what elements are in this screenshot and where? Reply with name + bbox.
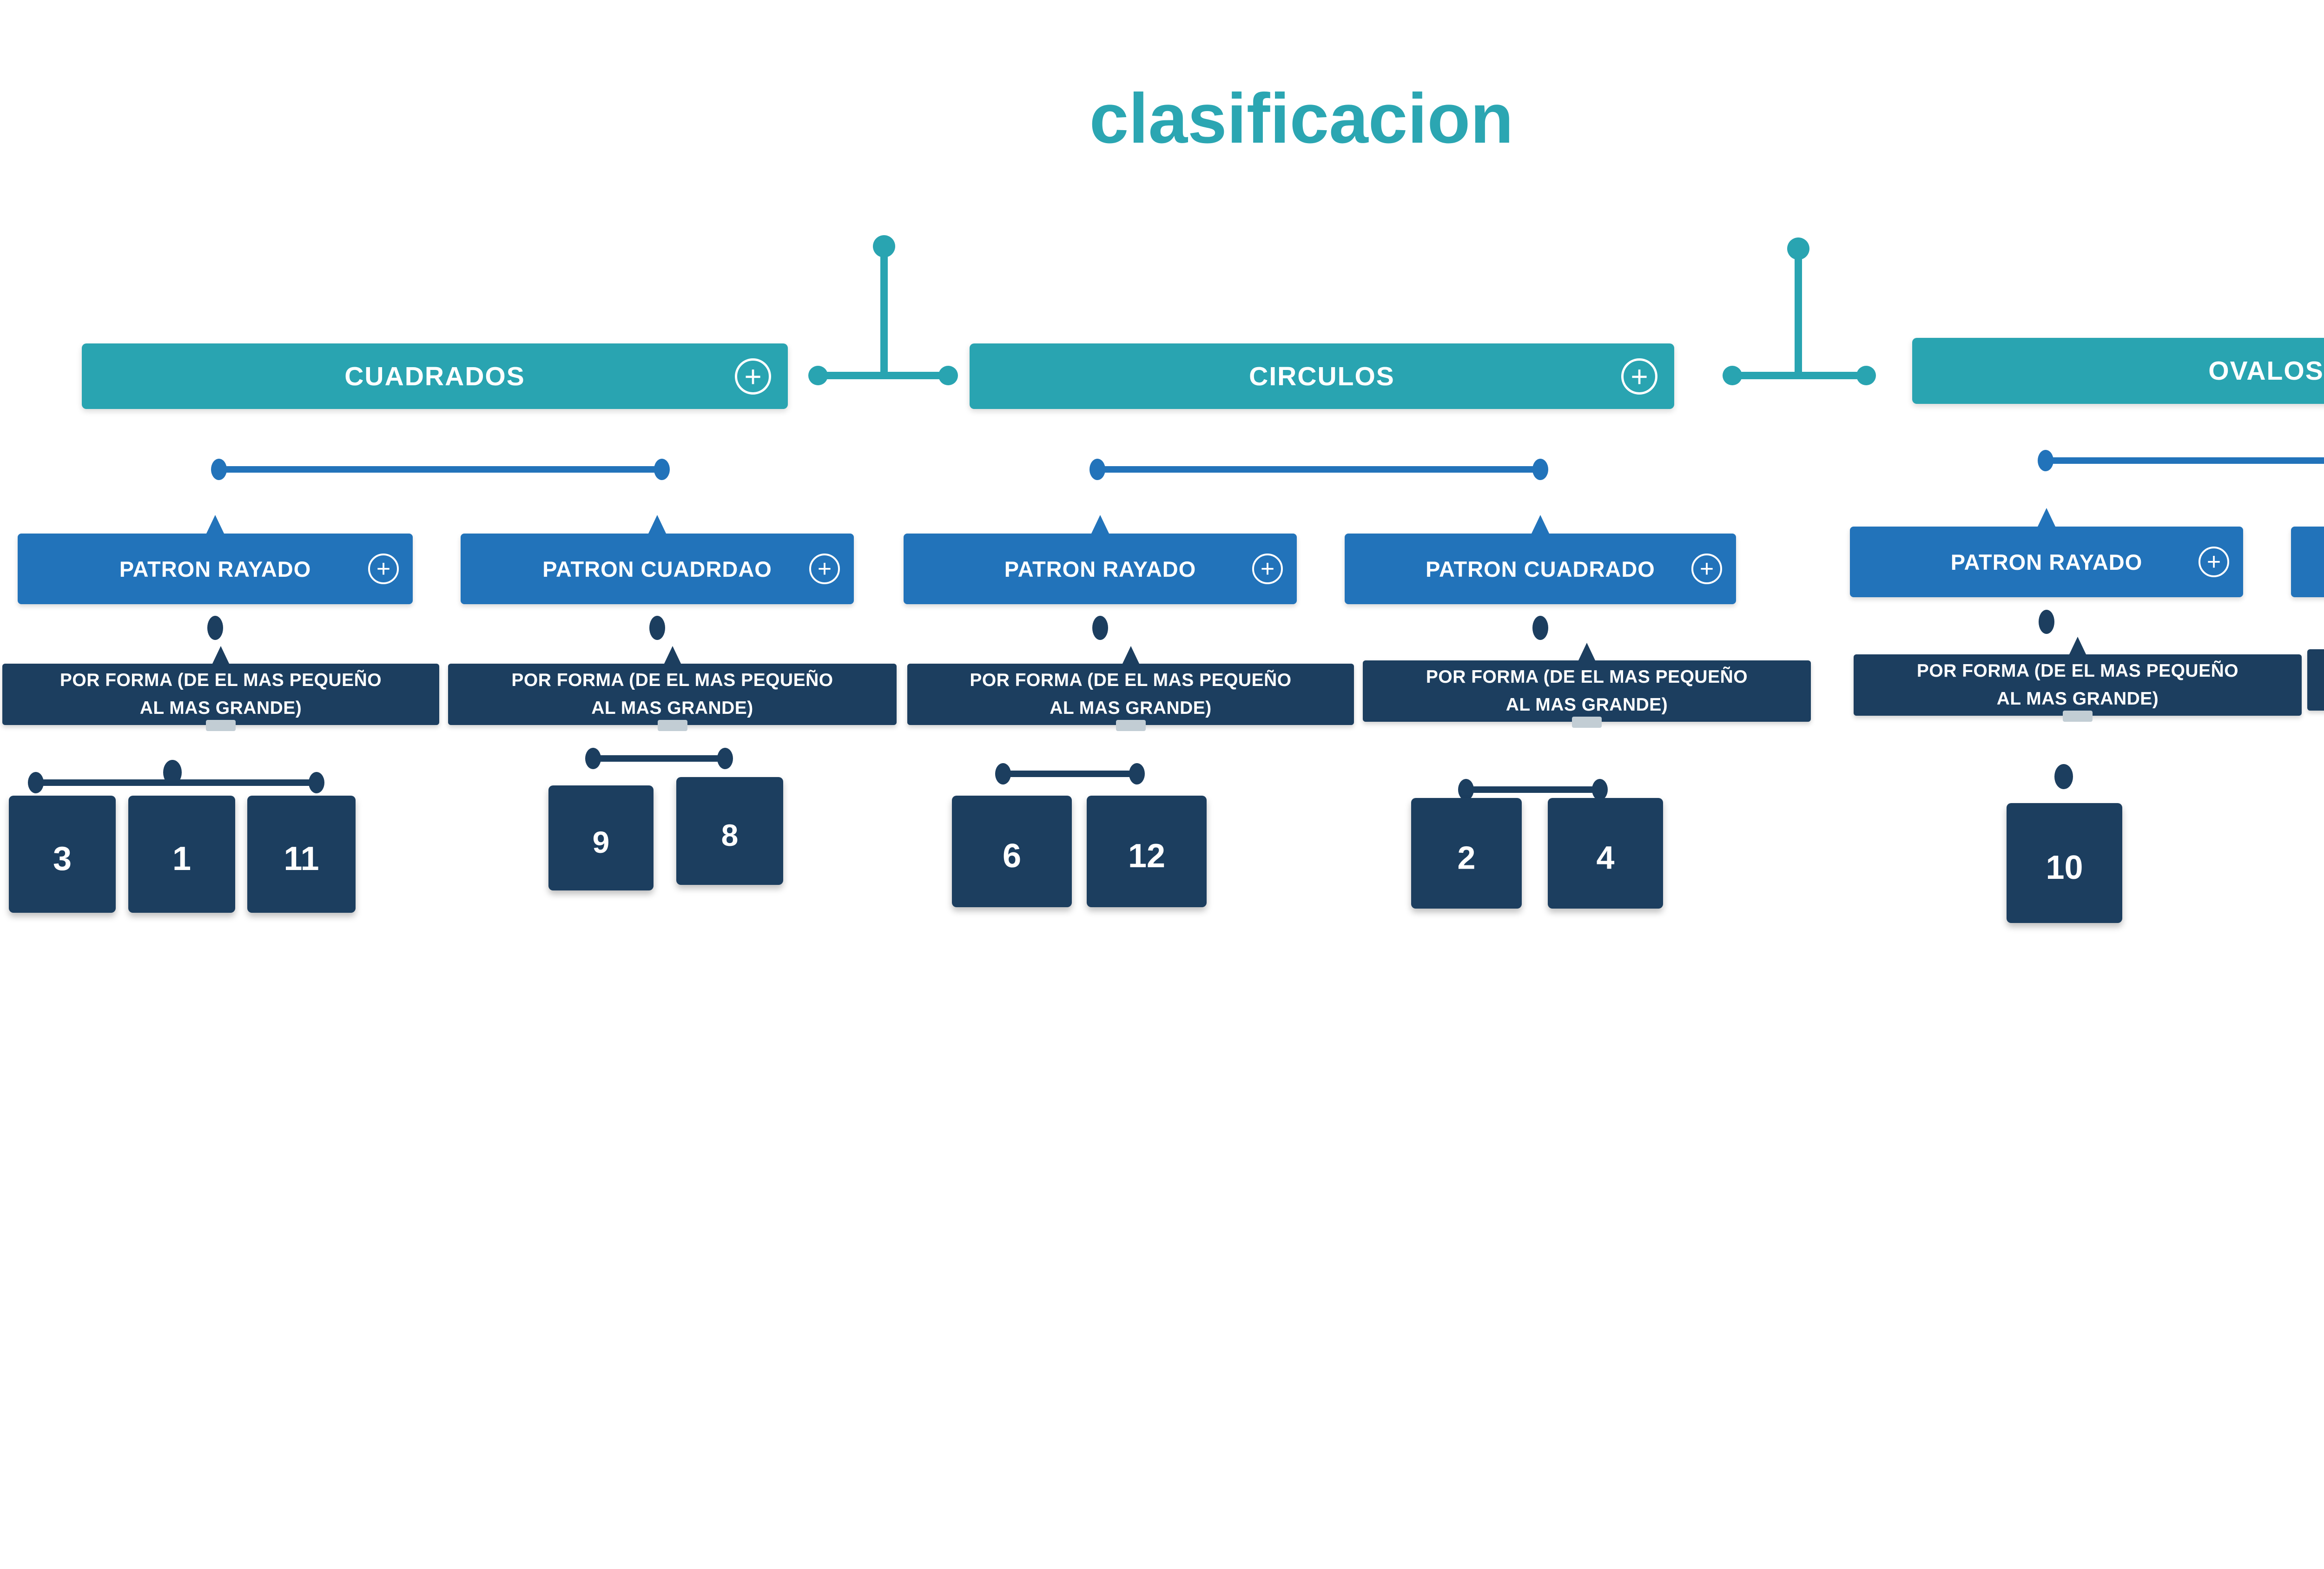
connector-dot bbox=[1532, 459, 1548, 480]
connector-dot bbox=[1532, 616, 1548, 640]
branch-anchor-dot bbox=[808, 366, 828, 385]
branch-node-circulos[interactable]: CIRCULOS + bbox=[970, 343, 1674, 409]
connector-dot bbox=[28, 772, 44, 793]
subnode-patron-rayado[interactable]: PATRON RAYADO + bbox=[1850, 527, 2243, 597]
leaf-node-number[interactable]: 4 bbox=[1548, 798, 1663, 909]
connector-dot bbox=[211, 459, 227, 480]
connector-dot bbox=[1458, 779, 1474, 800]
connector-dot bbox=[585, 748, 601, 769]
subnode-label: PATRON CUADRADO bbox=[1426, 556, 1655, 581]
connector-dot bbox=[309, 772, 324, 793]
leaf-number: 11 bbox=[284, 840, 319, 877]
leaf-number: 2 bbox=[1457, 839, 1476, 876]
connector-dot bbox=[654, 459, 670, 480]
leaf-node-number[interactable]: 6 bbox=[952, 796, 1072, 907]
connector-dot bbox=[163, 760, 182, 785]
connector-dot bbox=[1592, 779, 1608, 800]
branch-label: CIRCULOS bbox=[1249, 361, 1395, 391]
detail-line: AL MAS GRANDE) bbox=[1996, 689, 2159, 709]
leaf-node-number[interactable]: 1 bbox=[128, 796, 235, 913]
detail-node-por-forma[interactable]: POR FORMA (DE EL MAS PEQUEÑO AL MAS GRAN… bbox=[1363, 660, 1811, 722]
connector-dot bbox=[717, 748, 733, 769]
add-child-icon[interactable]: + bbox=[809, 554, 840, 584]
connector-dot bbox=[1089, 459, 1105, 480]
connector-dot bbox=[649, 616, 665, 640]
leaf-number: 1 bbox=[172, 840, 191, 877]
leaf-node-number[interactable]: 2 bbox=[1411, 798, 1522, 909]
leaf-number: 10 bbox=[2046, 849, 2083, 886]
branch-anchor-dot bbox=[1856, 366, 1876, 385]
leaf-number: 9 bbox=[592, 825, 610, 860]
subnode-label: PATRON RAYADO bbox=[1004, 556, 1196, 581]
leaf-number: 8 bbox=[721, 818, 739, 853]
connector-dot bbox=[2038, 450, 2053, 471]
detail-line: POR FORMA (DE EL MAS PEQUEÑO bbox=[511, 670, 833, 690]
leaf-node-number[interactable]: 10 bbox=[2007, 803, 2122, 923]
add-child-icon[interactable]: + bbox=[1691, 554, 1722, 584]
subnode-patron-rayado[interactable]: PATRON RAYADO + bbox=[904, 534, 1297, 604]
subnode-patron-rayado[interactable]: PATRON RAYADO + bbox=[18, 534, 413, 604]
root-connector-vline bbox=[1795, 249, 1802, 379]
root-connector-hline bbox=[1732, 372, 1866, 379]
subnode-patron-cuadrdao[interactable]: PATRON CUADRDAO + bbox=[461, 534, 854, 604]
root-connector-hline bbox=[818, 372, 948, 379]
children-connector-line bbox=[219, 466, 662, 473]
subnode-label: PATRON RAYADO bbox=[119, 556, 311, 581]
connector-dot bbox=[1129, 763, 1145, 784]
detail-line: AL MAS GRANDE) bbox=[1050, 698, 1212, 718]
connector-dot bbox=[1092, 616, 1108, 640]
detail-line: AL MAS GRANDE) bbox=[591, 698, 753, 718]
leaf-connector-line bbox=[1003, 771, 1137, 777]
leaf-node-number[interactable]: 3 bbox=[9, 796, 116, 913]
connector-dot bbox=[995, 763, 1011, 784]
leaf-number: 6 bbox=[1002, 837, 1022, 875]
leaf-number: 3 bbox=[53, 840, 72, 877]
root-connector-vline bbox=[880, 246, 888, 379]
connector-dot bbox=[2039, 610, 2054, 634]
branch-node-cuadrados[interactable]: CUADRADOS + bbox=[82, 343, 788, 409]
add-child-icon[interactable]: + bbox=[1621, 358, 1657, 395]
detail-line: POR FORMA (DE EL MAS PEQUEÑO bbox=[970, 670, 1292, 690]
root-node-title[interactable]: clasificacion bbox=[1089, 79, 1514, 158]
detail-line: POR FORMA (DE EL MAS PEQUEÑO bbox=[1916, 661, 2239, 681]
detail-line: AL MAS GRANDE) bbox=[1505, 695, 1668, 715]
leaf-connector-line bbox=[593, 755, 725, 762]
branch-label: CUADRADOS bbox=[344, 361, 525, 391]
branch-anchor-dot bbox=[938, 366, 958, 385]
branch-node-ovalos[interactable]: OVALOS + bbox=[1912, 338, 2324, 404]
leaf-connector-line bbox=[1466, 786, 1600, 793]
leaf-number: 12 bbox=[1128, 837, 1166, 875]
subnode-patron-cuadrado[interactable]: PATRON CUADRADO + bbox=[2291, 527, 2324, 597]
subnode-label: PATRON CUADRDAO bbox=[542, 556, 772, 581]
detail-node-por-forma[interactable]: POR FORMA (DE EL MAS PEQUEÑO AL MAS GRAN… bbox=[2, 664, 439, 725]
add-child-icon[interactable]: + bbox=[1252, 554, 1283, 584]
leaf-node-number[interactable]: 8 bbox=[676, 777, 783, 885]
detail-node-por-forma[interactable]: POR FORMA (DE EL MAS PEQUEÑO AL MAS GRAN… bbox=[907, 664, 1354, 725]
subnode-patron-cuadrado[interactable]: PATRON CUADRADO + bbox=[1345, 534, 1736, 604]
leaf-node-number[interactable]: 12 bbox=[1087, 796, 1207, 907]
leaf-node-number[interactable]: 9 bbox=[548, 785, 654, 890]
branch-label: OVALOS bbox=[2208, 356, 2324, 386]
add-child-icon[interactable]: + bbox=[2199, 547, 2229, 577]
add-child-icon[interactable]: + bbox=[735, 358, 771, 395]
children-connector-line bbox=[2046, 457, 2324, 464]
leaf-number: 4 bbox=[1596, 839, 1615, 876]
subnode-label: PATRON RAYADO bbox=[1950, 549, 2143, 574]
detail-node-por-forma[interactable]: POR FORMA (DE EL MAS PEQUEÑO AL MAS GRAN… bbox=[448, 664, 897, 725]
leaf-node-number[interactable]: 11 bbox=[247, 796, 356, 913]
detail-node-por-forma[interactable]: POR FORMA (DE EL MAS PEQUEÑO AL MAS GRAN… bbox=[1854, 654, 2302, 716]
detail-line: AL MAS GRANDE) bbox=[139, 698, 302, 718]
branch-anchor-dot bbox=[1723, 366, 1742, 385]
add-child-icon[interactable]: + bbox=[368, 554, 399, 584]
detail-node-por-forma[interactable]: POR FORMA (DE EL MAS PEQUEÑO AL MAS GRAN… bbox=[2307, 649, 2324, 711]
connector-dot bbox=[207, 616, 223, 640]
detail-line: POR FORMA (DE EL MAS PEQUEÑO bbox=[1426, 667, 1748, 687]
connector-dot bbox=[2054, 764, 2073, 789]
detail-line: POR FORMA (DE EL MAS PEQUEÑO bbox=[59, 670, 382, 690]
children-connector-line bbox=[1097, 466, 1540, 473]
